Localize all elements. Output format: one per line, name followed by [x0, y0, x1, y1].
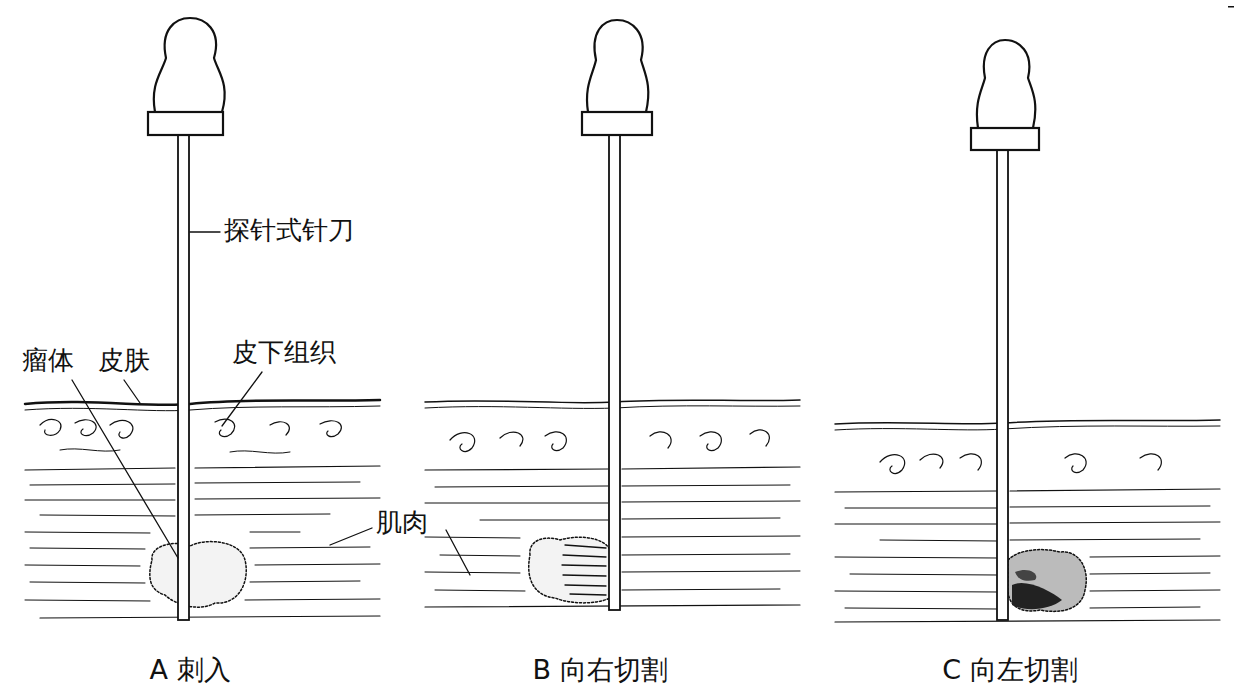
leader-lines — [72, 232, 470, 575]
part-label: 皮肤 — [98, 346, 150, 376]
panel-c — [835, 40, 1220, 622]
panel-caption: B 向右切割 — [532, 654, 667, 685]
part-label: 瘤体 — [22, 346, 74, 376]
panel-a — [25, 18, 380, 620]
part-label: 肌肉 — [376, 508, 428, 538]
panel-caption: C 向左切割 — [942, 654, 1077, 685]
part-label: 皮下组织 — [232, 338, 336, 368]
panel-b — [425, 20, 800, 610]
panel-caption: A 刺入 — [149, 654, 230, 685]
part-label: 探针式针刀 — [224, 216, 354, 246]
